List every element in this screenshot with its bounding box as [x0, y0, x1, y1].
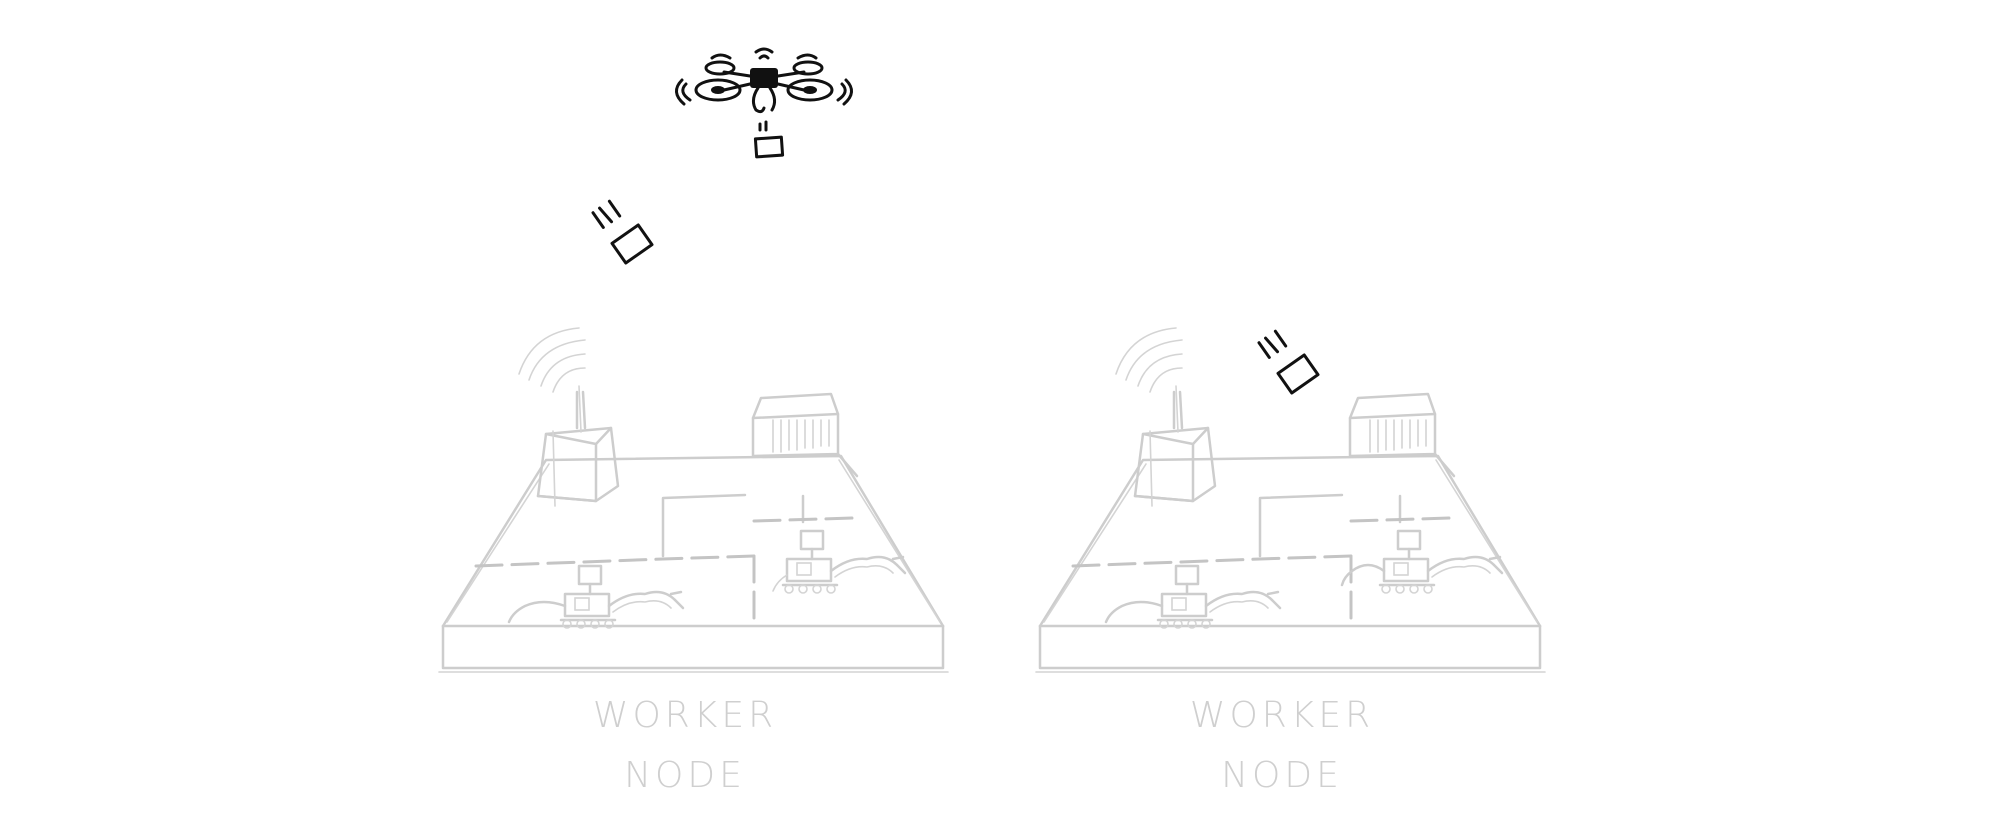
worker-node-label-line1: WORKER	[1189, 695, 1375, 736]
robot-icon	[507, 564, 685, 630]
worker-node-label-line2: NODE	[624, 755, 746, 796]
package-icon	[1257, 329, 1320, 395]
worker-node-right	[1034, 326, 1547, 674]
worker-node-label-line1: WORKER	[592, 695, 778, 736]
robot-icon	[1340, 529, 1504, 595]
robot-icon	[1104, 564, 1282, 630]
robot-icon	[772, 529, 907, 595]
worker-node-left	[437, 326, 950, 674]
package-icon	[753, 135, 785, 159]
package-icon	[591, 199, 654, 265]
worker-node-label: WORKER NODE	[535, 686, 835, 806]
worker-node-label-line2: NODE	[1221, 755, 1343, 796]
drone-icon	[675, 47, 853, 132]
worker-node-label: WORKER NODE	[1132, 686, 1432, 806]
